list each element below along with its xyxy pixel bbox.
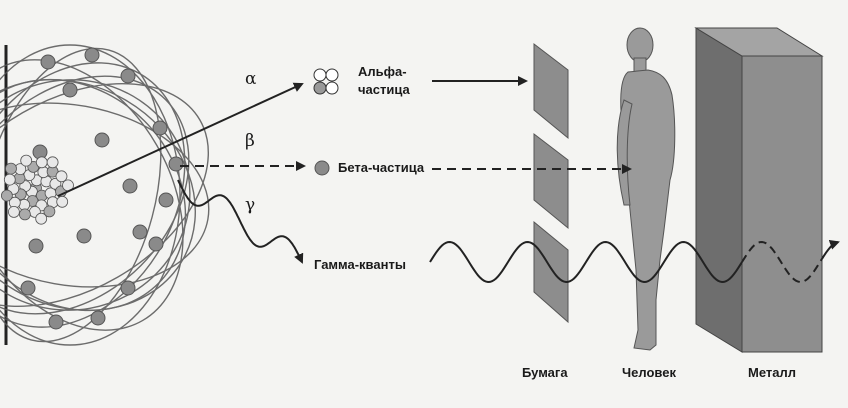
electron (158, 192, 174, 208)
paper-label: Бумага (522, 365, 568, 380)
nucleon (3, 173, 16, 186)
electron (152, 120, 168, 136)
gamma-wave-in (177, 179, 304, 264)
electron (28, 238, 44, 254)
electron (122, 178, 138, 194)
paper-barrier (533, 42, 569, 324)
electron (132, 224, 148, 240)
human-label: Человек (622, 365, 676, 380)
alpha-symbol: α (245, 69, 257, 89)
paper-sheet (533, 42, 569, 140)
electron (90, 310, 106, 326)
gamma-symbol: γ (245, 195, 256, 215)
gamma-label: Гамма-кванты (314, 257, 406, 272)
electron-orbit (0, 47, 162, 343)
alpha-label-line2: частица (358, 82, 410, 97)
atom (0, 44, 210, 346)
electron-orbit (0, 59, 184, 331)
metal-side (695, 27, 743, 353)
beta-ray (180, 160, 632, 176)
electron (76, 228, 92, 244)
nucleon (20, 154, 33, 167)
alpha-arrow (57, 82, 304, 197)
electron-orbit (0, 44, 181, 346)
gamma-wave-through-metal (741, 240, 823, 284)
electron-orbit (0, 78, 187, 312)
gamma-wave-out (429, 240, 743, 284)
electron (120, 280, 136, 296)
electron (40, 54, 56, 70)
nucleon (35, 212, 48, 225)
electron (94, 132, 110, 148)
electron (20, 280, 36, 296)
nucleon (18, 208, 31, 221)
nucleon (43, 205, 56, 218)
paper-sheet (533, 220, 569, 324)
electron (148, 236, 164, 252)
metal-label: Металл (748, 365, 797, 380)
alpha-particle-icon (313, 68, 339, 95)
metal-front (741, 55, 823, 353)
electron (168, 156, 184, 172)
beta-particle-icon (314, 160, 330, 176)
electron (120, 68, 136, 84)
beta-symbol: β (245, 131, 255, 151)
electron (62, 82, 78, 98)
nucleon (1, 189, 13, 202)
nucleon (56, 195, 69, 208)
gamma-ray (177, 179, 840, 284)
alpha-ray (57, 68, 528, 197)
electron-orbit (0, 75, 190, 315)
nucleon (55, 170, 68, 183)
nucleon (5, 162, 17, 175)
paper-sheet (533, 132, 569, 230)
electron-orbit (0, 82, 210, 308)
metal-block (694, 27, 824, 353)
electrons (20, 47, 184, 330)
atom-nucleus (1, 154, 74, 225)
beta-label: Бета-частица (338, 160, 425, 175)
nucleon (46, 156, 59, 169)
electron-orbit (0, 102, 210, 288)
alpha-label-line1: Альфа- (358, 64, 407, 79)
electron (84, 47, 100, 63)
electron (48, 314, 64, 330)
human-figure (616, 27, 676, 351)
nucleon (7, 205, 20, 218)
nucleon (35, 156, 48, 169)
gamma-wave-exit (821, 240, 840, 260)
